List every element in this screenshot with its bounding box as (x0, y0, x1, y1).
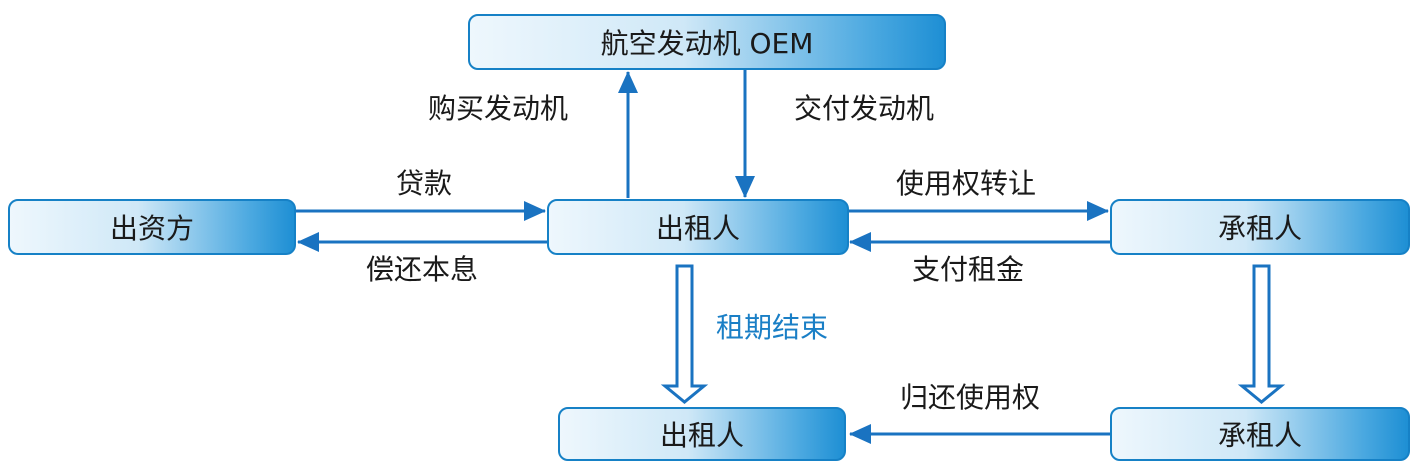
label-buy-engine: 购买发动机 (428, 92, 569, 125)
label-return-use-right: 归还使用权 (900, 381, 1041, 414)
label-lease-end: 租期结束 (716, 311, 829, 344)
node-lessor-end: 出租人 (558, 407, 846, 461)
label-pay-rent: 支付租金 (912, 253, 1025, 286)
node-lessee: 承租人 (1110, 199, 1410, 255)
label-deliver-engine: 交付发动机 (794, 92, 935, 125)
label-transfer-use-right: 使用权转让 (896, 167, 1037, 200)
label-loan: 贷款 (396, 167, 453, 200)
node-oem: 航空发动机 OEM (468, 14, 946, 70)
node-lessee-end: 承租人 (1110, 407, 1410, 461)
node-investor: 出资方 (8, 199, 296, 255)
arrow-lease-end-lessee (1237, 264, 1286, 404)
arrow-lease-end-lessor (660, 264, 709, 404)
label-repay: 偿还本息 (366, 253, 479, 286)
node-lessor: 出租人 (547, 199, 849, 255)
